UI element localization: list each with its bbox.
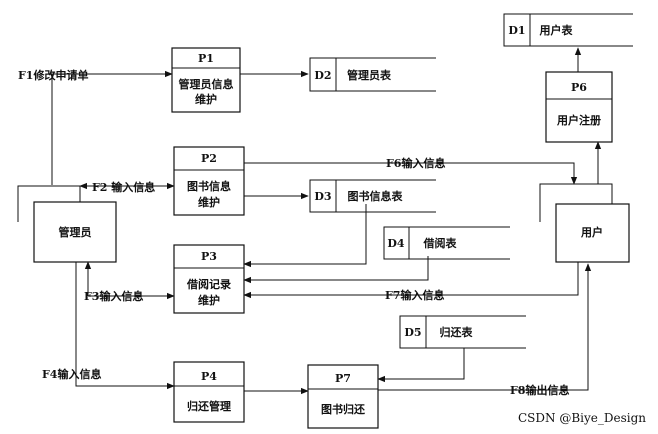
store-d4: D4 借阅表 [383,226,510,260]
store-d2-id: D2 [314,69,331,82]
store-d5-id: D5 [404,326,421,339]
process-p6: P6 用户注册 [545,71,613,143]
entity-user-bracket [539,183,613,222]
process-p2: P2 图书信息 维护 [173,146,245,216]
flow-lines [51,47,602,395]
flow-f2-label: F2 输入信息 [92,180,155,194]
process-p3: P3 借阅记录 维护 [173,244,245,314]
process-p1-name-line1: 管理员信息 [179,77,234,91]
process-p7-id: P7 [335,372,351,385]
store-d5: D5 归还表 [399,315,526,349]
entity-admin-label: 管理员 [59,225,92,239]
process-p3-id: P3 [201,250,217,263]
process-p4-name: 归还管理 [187,399,231,413]
flow-f7-label: F7输入信息 [385,288,444,302]
process-p2-name-line1: 图书信息 [187,179,231,193]
flow-labels: F1修改申请单 F2 输入信息 F6输入信息 F3输入信息 F7输入信息 F4输… [18,68,569,397]
store-d2-name: 管理员表 [347,68,392,82]
entity-admin: 管理员 [17,185,117,263]
process-p1: P1 管理员信息 维护 [171,47,241,113]
entity-user: 用户 [539,183,630,263]
store-d3: D3 图书信息表 [309,179,436,213]
flow-d5-p7-line [377,348,465,383]
flow-f4-line [75,262,175,390]
process-p7-name: 图书归还 [321,402,366,416]
flow-d3-p3-line [243,204,367,268]
flow-d4-p3-line [243,256,429,284]
store-d2: D2 管理员表 [309,57,436,92]
process-p2-id: P2 [201,152,217,165]
process-p3-name-line1: 借阅记录 [186,277,231,291]
store-d3-name: 图书信息表 [348,189,404,203]
store-d1-name: 用户表 [540,23,574,37]
process-p6-id: P6 [571,81,587,94]
flow-f3-label: F3输入信息 [84,289,143,303]
store-d1: D1 用户表 [503,13,633,47]
flow-f1-line [51,70,173,185]
flow-f8-label: F8输出信息 [510,383,569,397]
store-d3-id: D3 [314,190,331,203]
flow-f6-label: F6输入信息 [386,156,445,170]
flow-f1-label: F1修改申请单 [18,68,88,82]
process-p6-name: 用户注册 [557,113,601,127]
flow-f7-line [243,262,579,299]
entity-admin-bracket [17,185,81,222]
store-d4-id: D4 [387,237,405,250]
store-d5-name: 归还表 [440,325,474,339]
process-p4-id: P4 [201,370,217,383]
flow-f6-line [244,162,578,185]
flow-f8-line [378,263,592,391]
watermark-text: CSDN @Biye_Design [518,411,646,425]
process-p3-name-line2: 维护 [198,293,220,307]
entity-admin-box [33,201,117,263]
flow-f4-label: F4输入信息 [42,367,101,381]
process-p2-name-line2: 维护 [198,195,220,209]
store-d4-name: 借阅表 [423,236,458,250]
process-p1-id: P1 [198,52,214,65]
store-d1-id: D1 [508,24,525,37]
entity-user-label: 用户 [581,225,603,239]
entity-user-box [555,203,630,263]
process-p1-name-line2: 维护 [195,92,217,106]
process-p7: P7 图书归还 [307,364,379,429]
process-p4: P4 归还管理 [173,361,245,423]
